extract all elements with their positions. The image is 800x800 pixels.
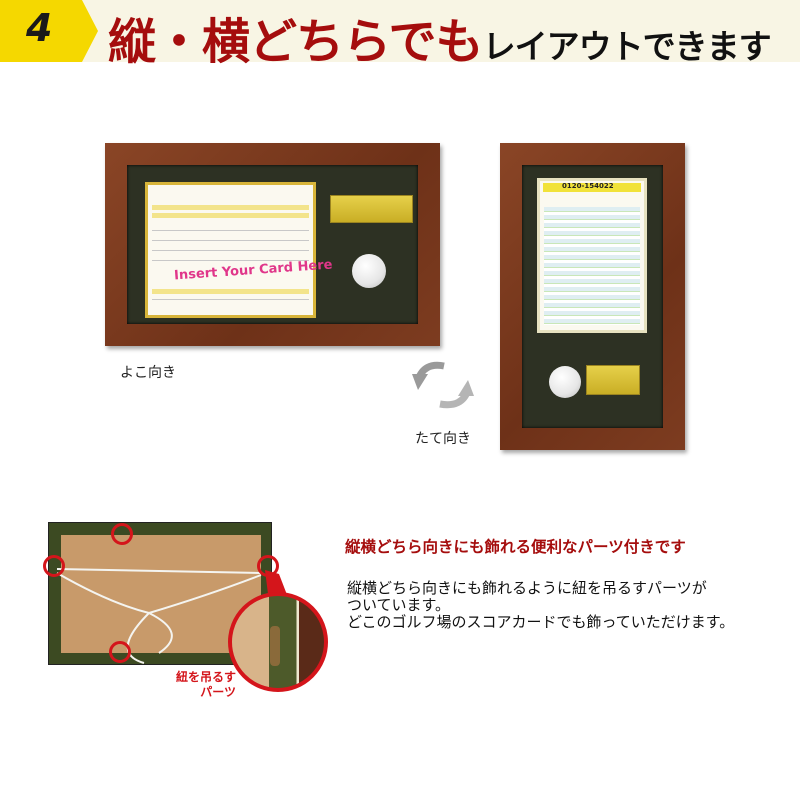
scorecard: Insert Your Card Here [145,182,333,318]
title-black: レイアウトできます [482,27,772,66]
name-plate [330,195,413,223]
step-badge [0,0,98,62]
vertical-caption: たて向き [415,431,471,447]
label-line: パーツ [200,685,236,699]
rotate-arrows-icon [412,361,474,409]
body-line: どこのゴルフ場のスコアカードでも飾っていただけます。 [347,613,735,631]
body-line: 縦横どちら向きにも飾れるように紐を吊るすパーツが [347,579,707,597]
body-line: ついています。 [347,596,451,614]
frame-back-photo [43,522,279,665]
hanger-closeup [228,592,328,692]
highlight-circle [111,523,133,545]
backboard [61,535,261,653]
name-plate [586,365,640,395]
scorecard: 0120-154022 [537,178,647,333]
horizontal-caption: よこ向き [120,365,176,381]
card-phone: 0120-154022 [562,182,614,190]
title-red: 縦・横どちらでも [108,14,484,70]
highlight-circle [109,641,131,663]
label-line: 紐を吊るす [175,670,236,684]
insert-card-text: Insert Your Card Here [173,257,333,284]
vertical-frame-image: 0120-154022 [500,143,685,450]
feature-description: 縦横どちら向きにも飾れるように紐を吊るすパーツが ついています。 どこのゴルフ場… [347,580,734,631]
horizontal-frame-image: Insert Your Card Here [105,143,440,346]
golf-ball [352,254,386,288]
header-banner: 4 縦・横どちらでもレイアウトできます [0,0,800,70]
step-number: 4 [26,6,53,50]
feature-heading: 縦横どちら向きにも飾れる便利なパーツ付きです [345,538,686,556]
golf-ball [549,366,581,398]
highlight-circle [43,555,65,577]
page-title: 縦・横どちらでもレイアウトできます [108,2,772,72]
hanger-parts-label: 紐を吊るすパーツ [170,670,236,700]
